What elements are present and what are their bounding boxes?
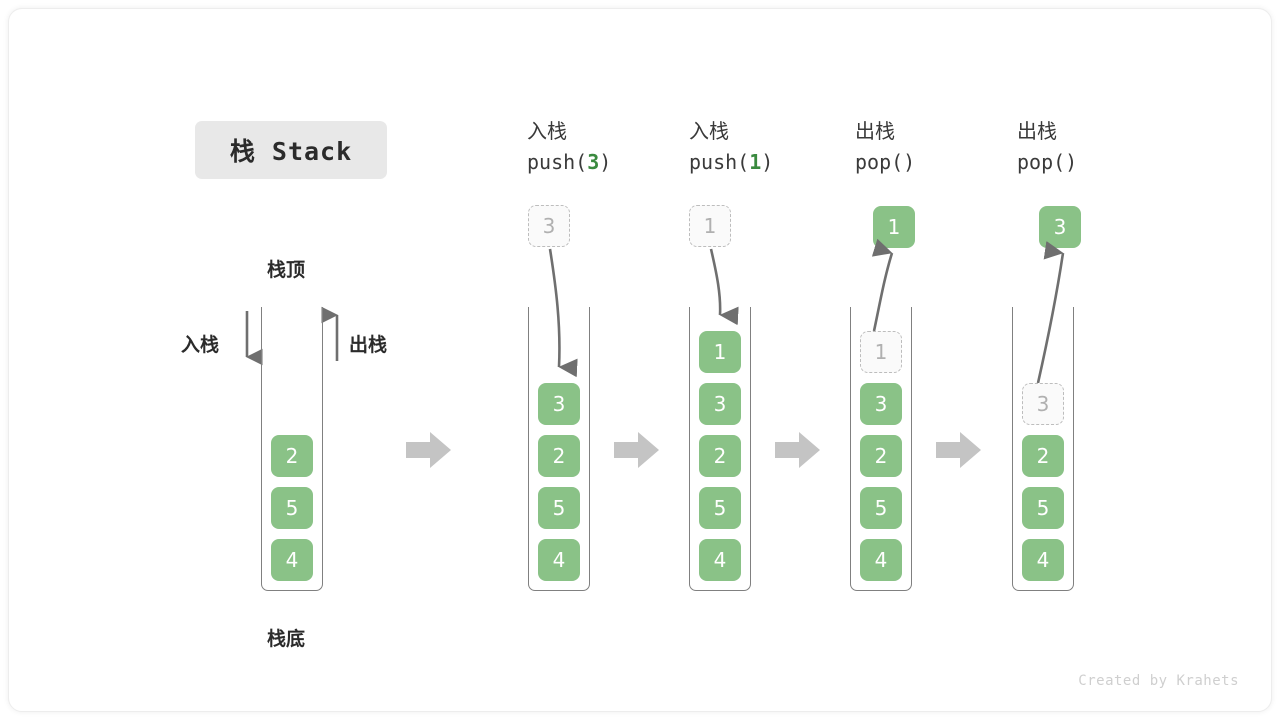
popped-value-cell: 3 [1039, 206, 1081, 248]
pop-label-left: 出栈 [349, 334, 388, 356]
stack-cell: 3 [538, 383, 580, 425]
stage-header-code: push(3) [527, 150, 612, 174]
stage-header-pop-1: 出栈 pop() [855, 116, 915, 178]
stack-cell: 2 [1022, 435, 1064, 477]
stack-container-pop-3 [1012, 307, 1074, 591]
stage-header-code: pop() [855, 150, 916, 174]
stage-header-cn: 入栈 [527, 119, 567, 143]
stack-cell: 5 [699, 487, 741, 529]
push-flow-arrow-icon [709, 248, 739, 326]
stack-cell-removing: 1 [860, 331, 902, 373]
stage-header-push-1: 入栈 push(1) [689, 116, 773, 178]
stack-cell: 5 [860, 487, 902, 529]
stage-separator-arrow-icon [614, 432, 659, 468]
stack-cell: 2 [538, 435, 580, 477]
stack-cell: 5 [538, 487, 580, 529]
floating-cell-push-3: 3 [528, 205, 570, 247]
stack-bottom-label: 栈底 [267, 628, 306, 650]
pop-up-arrow-icon [321, 306, 339, 361]
credit-text: Created by Krahets [1078, 673, 1239, 689]
stage-header-cn: 出栈 [855, 119, 895, 143]
pop-flow-arrow-icon [871, 238, 894, 332]
stack-container-push-3 [528, 307, 590, 591]
page-title: 栈 Stack [195, 121, 387, 179]
push-label-left: 入栈 [181, 334, 220, 356]
diagram-canvas: 栈 Stack 栈顶 入栈 出栈 2 5 4 栈底 入栈 push(3) 3 [8, 8, 1272, 712]
stage-separator-arrow-icon [775, 432, 820, 468]
stack-cell: 4 [1022, 539, 1064, 581]
stack-cell: 4 [699, 539, 741, 581]
stack-cell: 4 [538, 539, 580, 581]
stack-cell: 1 [699, 331, 741, 373]
stage-header-cn: 出栈 [1017, 119, 1057, 143]
stack-container-initial [261, 307, 323, 591]
stack-container-push-1 [689, 307, 751, 591]
stage-separator-arrow-icon [406, 432, 451, 468]
stack-top-label: 栈顶 [267, 259, 306, 281]
push-down-arrow-icon [245, 311, 263, 366]
stage-header-cn: 入栈 [689, 119, 729, 143]
stage-header-code: push(1) [689, 150, 774, 174]
stack-cell: 2 [271, 435, 313, 477]
stage-header-push-3: 入栈 push(3) [527, 116, 611, 178]
stack-cell: 5 [271, 487, 313, 529]
push-flow-arrow-icon [548, 248, 578, 378]
stack-cell: 3 [699, 383, 741, 425]
popped-value-cell: 1 [873, 206, 915, 248]
stack-cell: 4 [860, 539, 902, 581]
stack-cell: 4 [271, 539, 313, 581]
pop-flow-arrow-icon [1036, 241, 1065, 384]
stack-cell-removing: 3 [1022, 383, 1064, 425]
stage-header-code: pop() [1017, 150, 1078, 174]
stage-header-pop-3: 出栈 pop() [1017, 116, 1077, 178]
stack-cell: 2 [860, 435, 902, 477]
stack-cell: 3 [860, 383, 902, 425]
stage-separator-arrow-icon [936, 432, 981, 468]
floating-cell-push-1: 1 [689, 205, 731, 247]
stack-container-pop-1 [850, 307, 912, 591]
page-title-text: 栈 Stack [229, 137, 353, 166]
stack-cell: 2 [699, 435, 741, 477]
stack-cell: 5 [1022, 487, 1064, 529]
